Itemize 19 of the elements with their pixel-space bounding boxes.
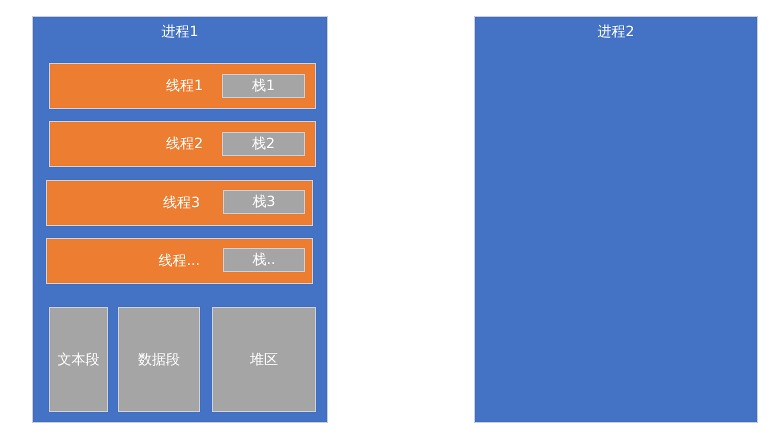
process-title: 进程2 — [598, 23, 634, 41]
thread-bar — [46, 180, 313, 226]
thread-label: 线程2 — [166, 135, 203, 153]
text-segment-block: 文本段 — [49, 307, 108, 412]
thread-bar — [49, 121, 316, 167]
data-segment-block: 数据段 — [118, 307, 200, 412]
process-panel — [474, 16, 758, 423]
stack-block: 栈3 — [223, 190, 305, 214]
heap-block: 堆区 — [212, 307, 316, 412]
thread-bar — [46, 238, 313, 284]
thread-label: 线程3 — [163, 194, 200, 212]
thread-label: 线程... — [158, 252, 200, 270]
process-panel — [32, 16, 328, 423]
process-title: 进程1 — [162, 23, 198, 41]
stack-block: 栈1 — [222, 74, 305, 98]
thread-label: 线程1 — [166, 77, 203, 95]
thread-bar — [49, 63, 316, 109]
stack-block: 栈2 — [222, 132, 305, 156]
stack-block: 栈.. — [223, 248, 305, 272]
